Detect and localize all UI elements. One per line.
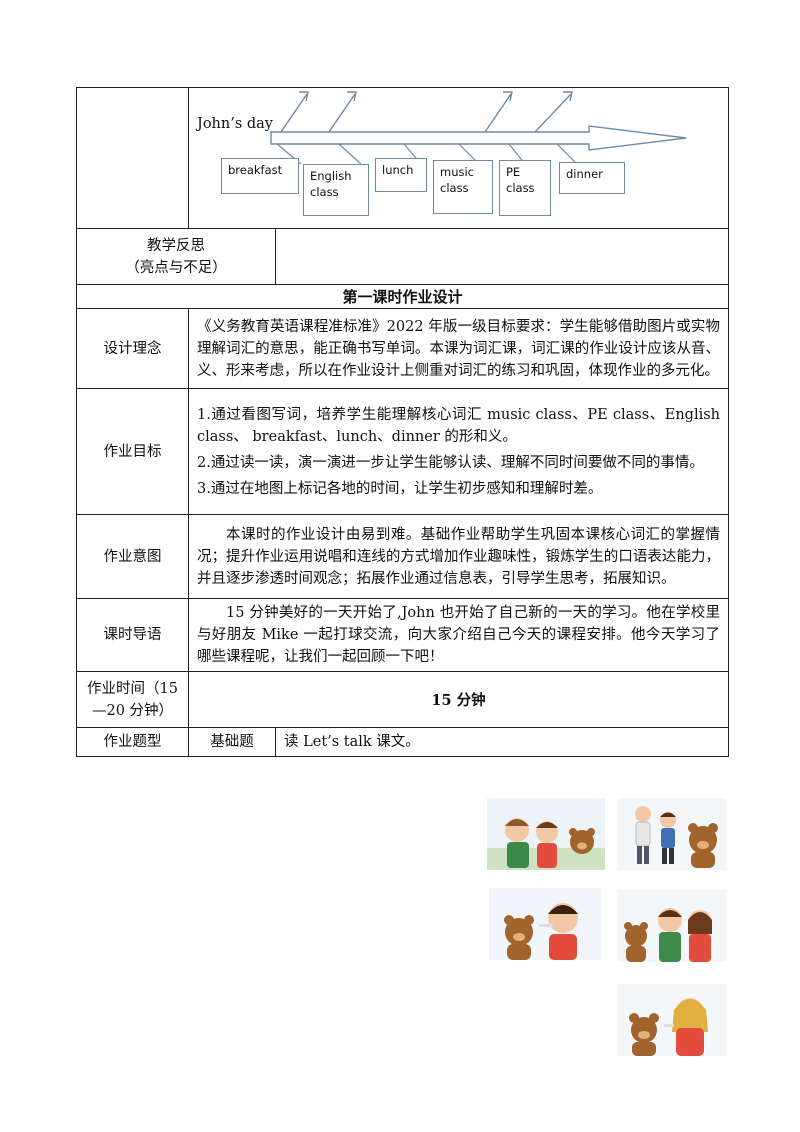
diagram-row-left-cell <box>76 87 189 229</box>
section-title-row: 第一课时作业设计 <box>76 284 729 309</box>
diagram-box-label: lunch <box>382 163 414 177</box>
goal-item-2: 2.通过读一读，演一演进一步让学生能够认读、理解不同时间要做不同的事情。 <box>197 454 704 471</box>
diagram-box-label: PE class <box>506 165 535 195</box>
section-title: 第一课时作业设计 <box>76 284 729 309</box>
scene-image-1 <box>487 798 605 870</box>
scene-image-5 <box>618 984 726 1056</box>
diagram-box-dinner: dinner <box>559 162 625 194</box>
reflection-label-cell: 教学反思 （亮点与不足） <box>76 228 276 285</box>
reflection-content-cell <box>275 228 729 285</box>
design-concept-row: 设计理念 《义务教育英语课程准标准》2022 年版一级目标要求：学生能够借助图片… <box>76 308 729 389</box>
time-row: 作业时间（15—20 分钟） 15 分钟 <box>76 671 729 728</box>
scene-image-3 <box>489 888 601 960</box>
time-label: 作业时间（15—20 分钟） <box>76 671 189 728</box>
type-content: 读 Let’s talk 课文。 <box>275 727 729 757</box>
scene-illustration <box>629 998 708 1056</box>
goal-item-3: 3.通过在地图上标记各地的时间，让学生初步感知和理解时差。 <box>197 480 603 497</box>
intro-label: 课时导语 <box>76 598 189 672</box>
homework-design-table: John’s day breakfast English class lunch… <box>76 87 729 757</box>
goal-item-1: 1.通过看图写词，培养学生能理解核心词汇 music class、PE clas… <box>197 406 720 445</box>
scene-illustration <box>504 903 578 960</box>
goals-content-cell: 1.通过看图写词，培养学生能理解核心词汇 music class、PE clas… <box>188 388 729 515</box>
intent-content: 本课时的作业设计由易到难。基础作业帮助学生巩固本课核心词汇的掌握情况；提升作业运… <box>188 514 729 599</box>
diagram-box-music-class: music class <box>433 160 493 214</box>
goals-label: 作业目标 <box>76 388 189 515</box>
intro-content: 15 分钟美好的一天开始了,John 也开始了自己新的一天的学习。他在学校里与好… <box>188 598 729 672</box>
intent-label: 作业意图 <box>76 514 189 599</box>
intent-row: 作业意图 本课时的作业设计由易到难。基础作业帮助学生巩固本课核心词汇的掌握情况；… <box>76 514 729 599</box>
scene-image-4 <box>618 890 726 962</box>
design-concept-content: 《义务教育英语课程准标准》2022 年版一级目标要求：学生能够借助图片或实物理解… <box>188 308 729 389</box>
goals-row: 作业目标 1.通过看图写词，培养学生能理解核心词汇 music class、PE… <box>76 388 729 515</box>
reflection-row: 教学反思 （亮点与不足） <box>76 228 729 285</box>
type-row: 作业题型 基础题 读 Let’s talk 课文。 <box>76 727 729 757</box>
scene-illustration <box>635 806 718 868</box>
diagram-row: John’s day breakfast English class lunch… <box>76 87 729 229</box>
scene-illustration <box>487 818 605 870</box>
johns-day-diagram: John’s day breakfast English class lunch… <box>189 88 686 228</box>
time-content: 15 分钟 <box>188 671 729 728</box>
diagram-title: John’s day <box>197 116 273 132</box>
type-category: 基础题 <box>188 727 276 757</box>
diagram-box-label: music class <box>440 165 475 195</box>
intro-row: 课时导语 15 分钟美好的一天开始了,John 也开始了自己新的一天的学习。他在… <box>76 598 729 672</box>
diagram-cell: John’s day breakfast English class lunch… <box>188 87 729 229</box>
reflection-label-line2: （亮点与不足） <box>125 259 227 276</box>
design-concept-label: 设计理念 <box>76 308 189 389</box>
scene-illustration <box>624 908 712 962</box>
reflection-label-line1: 教学反思 <box>147 237 205 254</box>
diagram-box-english-class: English class <box>303 164 369 216</box>
diagram-box-label: breakfast <box>228 163 283 177</box>
diagram-box-breakfast: breakfast <box>221 158 299 194</box>
diagram-box-label: dinner <box>566 167 603 181</box>
diagram-box-pe-class: PE class <box>499 160 551 216</box>
diagram-box-lunch: lunch <box>375 158 427 192</box>
diagram-box-label: English class <box>310 169 352 199</box>
scene-image-2 <box>618 798 726 870</box>
type-label: 作业题型 <box>76 727 189 757</box>
